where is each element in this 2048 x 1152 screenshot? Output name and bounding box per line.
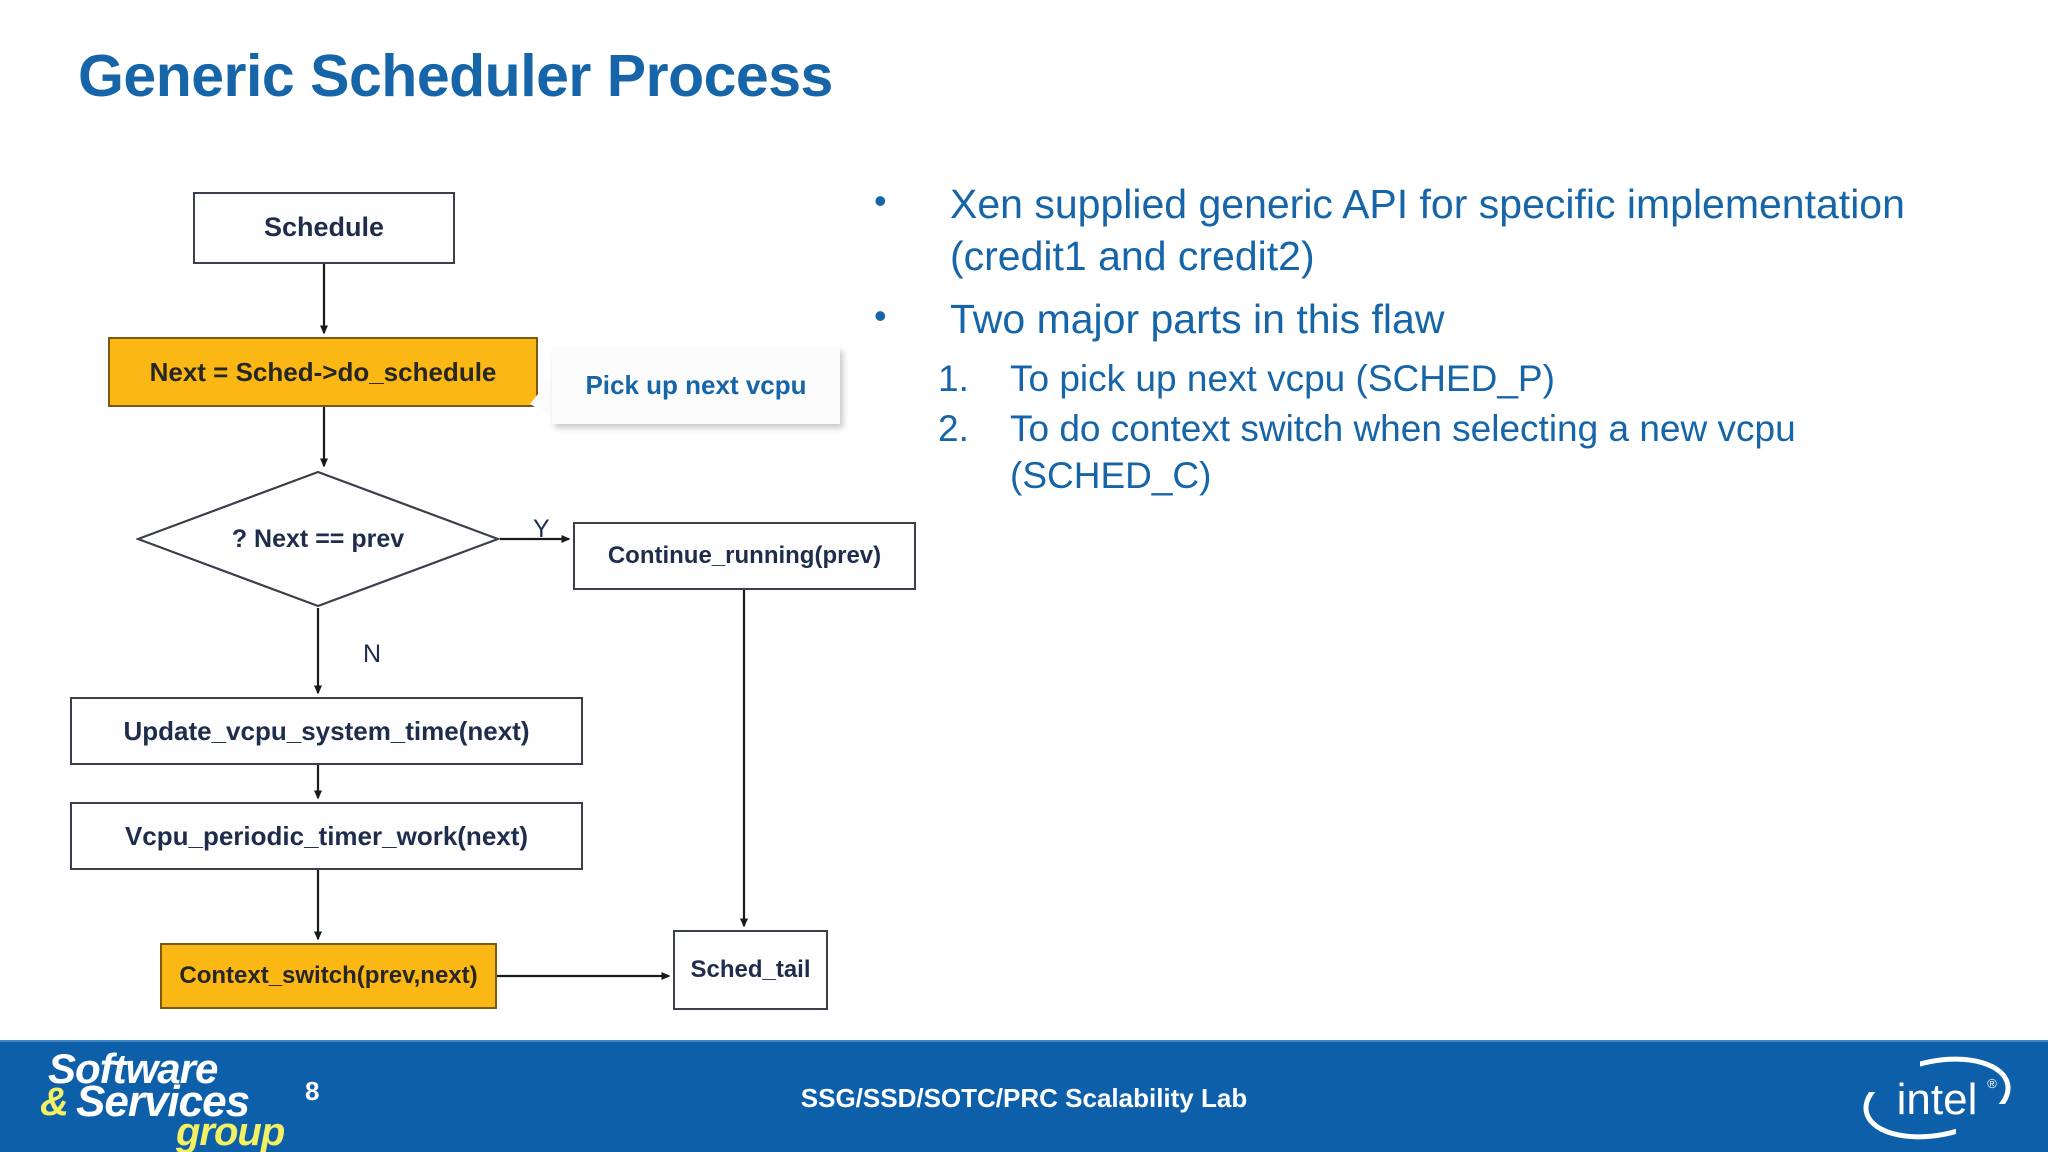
flow-node-schedule[interactable]: Schedule <box>193 192 455 264</box>
list-item-text: To pick up next vcpu (SCHED_P) <box>1010 358 1555 400</box>
logo-text-ampersand: & <box>40 1080 69 1124</box>
footer-bar: SSG/SSD/SOTC/PRC Scalability Lab Softwar… <box>0 1040 2048 1152</box>
bullet-item: • Xen supplied generic API for specific … <box>868 178 1988 283</box>
numbered-sublist: 1. To pick up next vcpu (SCHED_P) 2. To … <box>938 355 1988 499</box>
edge-label-no: N <box>363 640 382 668</box>
intel-wordmark: intel <box>1897 1075 1978 1124</box>
flow-node-decision-next-equals-prev[interactable]: ? Next == prev <box>136 470 500 608</box>
list-item-number: 2. <box>938 407 969 449</box>
software-services-group-logo: Software & Services group <box>18 1046 318 1152</box>
bullet-item: • Two major parts in this flaw <box>868 293 1988 345</box>
registered-mark: ® <box>1987 1076 1997 1091</box>
flow-node-context-switch[interactable]: Context_switch(prev,next) <box>160 943 497 1009</box>
bullet-marker-icon: • <box>874 180 887 221</box>
flow-node-continue-running[interactable]: Continue_running(prev) <box>573 522 916 590</box>
logo-text-group: group <box>176 1110 285 1152</box>
flow-node-update-vcpu-system-time[interactable]: Update_vcpu_system_time(next) <box>70 697 583 765</box>
callout-label: Pick up next vcpu <box>585 370 807 400</box>
footer-center-text: SSG/SSD/SOTC/PRC Scalability Lab <box>800 1082 1248 1113</box>
callout-pick-up-next-vcpu[interactable]: Pick up next vcpu <box>552 347 840 424</box>
logo-text-software: Software <box>48 1045 218 1092</box>
bullet-marker-icon: • <box>874 294 887 336</box>
logo-text-services: Services <box>76 1077 250 1126</box>
flow-node-decision-label: ? Next == prev <box>231 524 405 553</box>
intel-logo-icon: intel ® <box>1860 1052 2018 1146</box>
bullet-text: Two major parts in this flaw <box>950 295 1445 342</box>
flow-node-vcpu-periodic-timer-work[interactable]: Vcpu_periodic_timer_work(next) <box>70 802 583 870</box>
flow-node-next-sched-do-schedule[interactable]: Next = Sched->do_schedule <box>108 337 538 407</box>
list-item: 1. To pick up next vcpu (SCHED_P) <box>938 355 1988 402</box>
flow-node-sched-tail[interactable]: Sched_tail <box>673 930 828 1010</box>
diamond-shape <box>136 470 500 608</box>
list-item-number: 1. <box>938 358 969 400</box>
list-item-text: To do context switch when selecting a ne… <box>1010 407 1796 497</box>
bullet-text: Xen supplied generic API for specific im… <box>950 181 1905 280</box>
bullet-list: • Xen supplied generic API for specific … <box>868 178 1988 501</box>
list-item: 2. To do context switch when selecting a… <box>938 405 1988 500</box>
page-title: Generic Scheduler Process <box>78 43 833 109</box>
flowchart: Schedule Next = Sched->do_schedule ? Nex… <box>0 0 960 1040</box>
page-number: 8 <box>305 1076 320 1106</box>
edge-label-yes: Y <box>533 515 550 543</box>
callout-tail-icon <box>530 374 554 418</box>
